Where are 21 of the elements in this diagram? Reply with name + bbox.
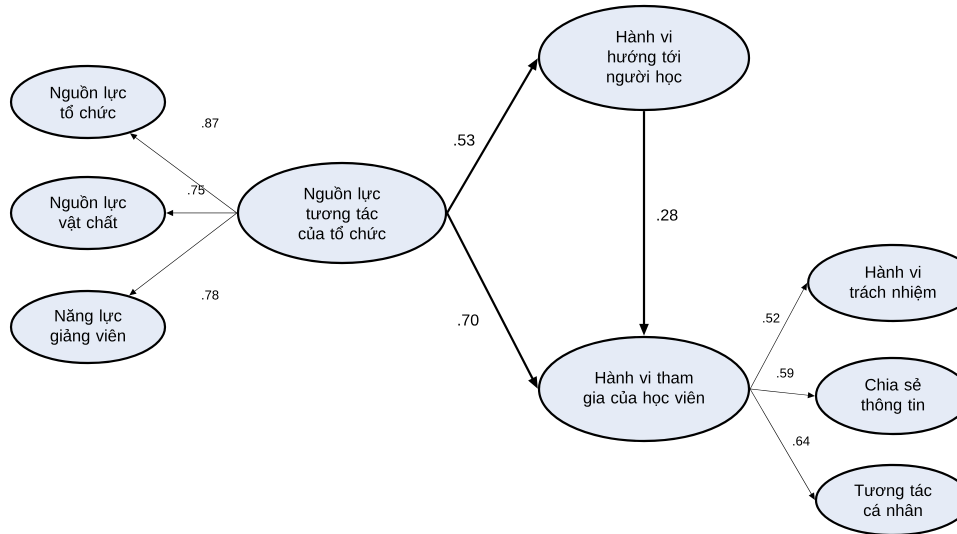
arrow	[750, 388, 815, 500]
edge-label: .59	[777, 368, 794, 378]
edge-label: .53	[454, 134, 474, 146]
ellipse-node: Tương tác cá nhân	[814, 464, 957, 534]
ellipse-node: Hành vi trách nhiệm	[807, 244, 957, 322]
ellipse-node: Hành vi hướng tới người học	[538, 4, 750, 112]
ellipse-node: Nguồn lực vật chất	[10, 176, 166, 250]
ellipse-node: Nguồn lực tương tác của tổ chức	[236, 162, 448, 264]
edge-label: .75	[188, 185, 204, 195]
edge-label: .70	[458, 314, 478, 326]
ellipse-node: Chia sẻ thông tin	[814, 356, 957, 436]
edge-label: .52	[763, 313, 780, 323]
arrow	[129, 212, 238, 296]
ellipse-node: Hành vi tham gia của học viên	[538, 336, 750, 442]
edge-label: .64	[793, 436, 810, 446]
edge-label: .28	[657, 209, 678, 221]
ellipse-node: Năng lực giảng viên	[10, 290, 166, 364]
edge-label: .78	[202, 290, 218, 300]
arrow	[130, 133, 238, 214]
edge-label: .87	[202, 118, 218, 128]
ellipse-node: Nguồn lực tổ chức	[10, 64, 166, 140]
